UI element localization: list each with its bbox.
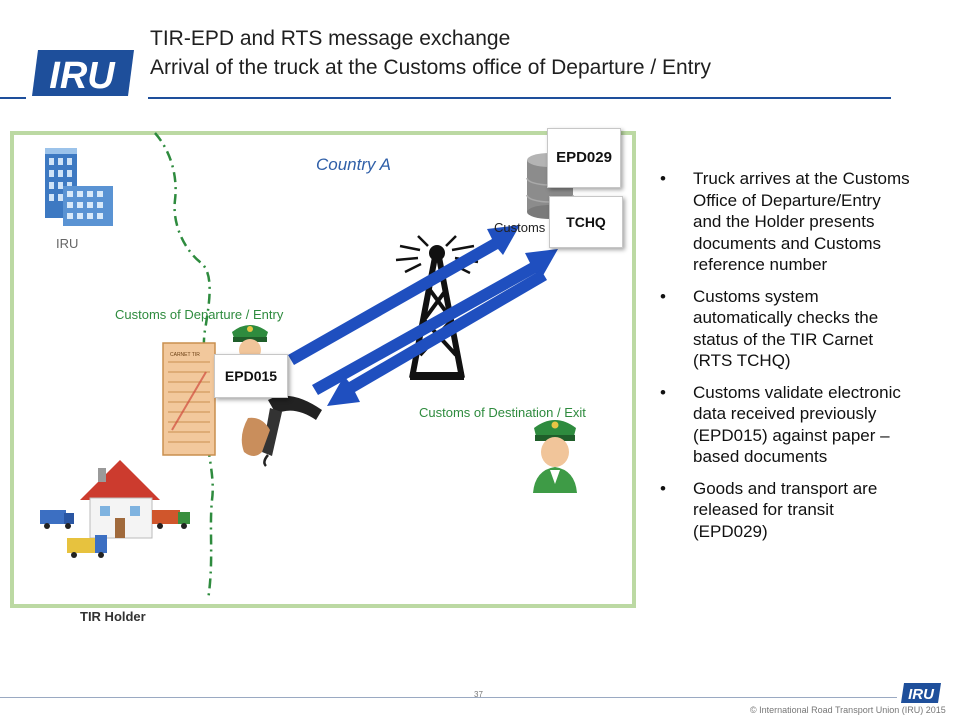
page-subtitle: Arrival of the truck at the Customs offi… — [150, 56, 712, 79]
arrow-to-customs-office — [327, 270, 547, 406]
footer-iru-logo: IRU — [901, 683, 941, 703]
tir-holder-label: TIR Holder — [80, 609, 146, 624]
list-item: Customs validate electronic data receive… — [650, 382, 910, 468]
iru-logo-text: IRU — [49, 55, 116, 97]
footer-rule — [0, 697, 897, 698]
list-item: Customs system automatically checks the … — [650, 286, 910, 372]
footer-logo-text: IRU — [908, 686, 935, 703]
list-item: Truck arrives at the Customs Office of D… — [650, 168, 910, 276]
barcode-scanner-icon — [241, 395, 322, 467]
page-title: TIR-EPD and RTS message exchange — [150, 27, 511, 50]
message-tchq: TCHQ — [549, 196, 623, 248]
header-rule-left — [0, 97, 26, 99]
customs-officer-destination-icon — [533, 420, 577, 493]
tir-holder-house-icon — [80, 460, 160, 539]
iru-label: IRU — [56, 236, 79, 251]
page-number: 37 — [474, 690, 483, 699]
copyright-notice: © International Road Transport Union (IR… — [750, 705, 946, 715]
customs-destination-label: Customs of Destination / Exit — [419, 405, 586, 420]
country-a-boundary — [10, 131, 636, 608]
customs-departure-label: Customs of Departure / Entry — [115, 307, 284, 322]
message-epd029: EPD029 — [547, 128, 621, 188]
header-rule — [148, 97, 891, 99]
message-arrows — [288, 225, 558, 406]
iru-logo: IRU — [30, 48, 138, 98]
truck-icon-red — [152, 510, 190, 529]
arrow-to-customs-2 — [312, 249, 558, 395]
list-item: Goods and transport are released for tra… — [650, 478, 910, 543]
tir-carnet-icon: CARNET TIR — [162, 342, 216, 456]
truck-icon-yellow — [67, 535, 107, 558]
iru-building-icon — [45, 148, 113, 226]
truck-icon-blue-1 — [40, 510, 74, 529]
carnet-title: CARNET TIR — [170, 352, 200, 358]
message-epd015: EPD015 — [214, 354, 288, 398]
national-border-line — [154, 132, 214, 601]
process-steps-list: Truck arrives at the Customs Office of D… — [650, 168, 910, 552]
country-a-label: Country A — [316, 155, 391, 174]
arrow-to-customs-1 — [288, 225, 520, 365]
